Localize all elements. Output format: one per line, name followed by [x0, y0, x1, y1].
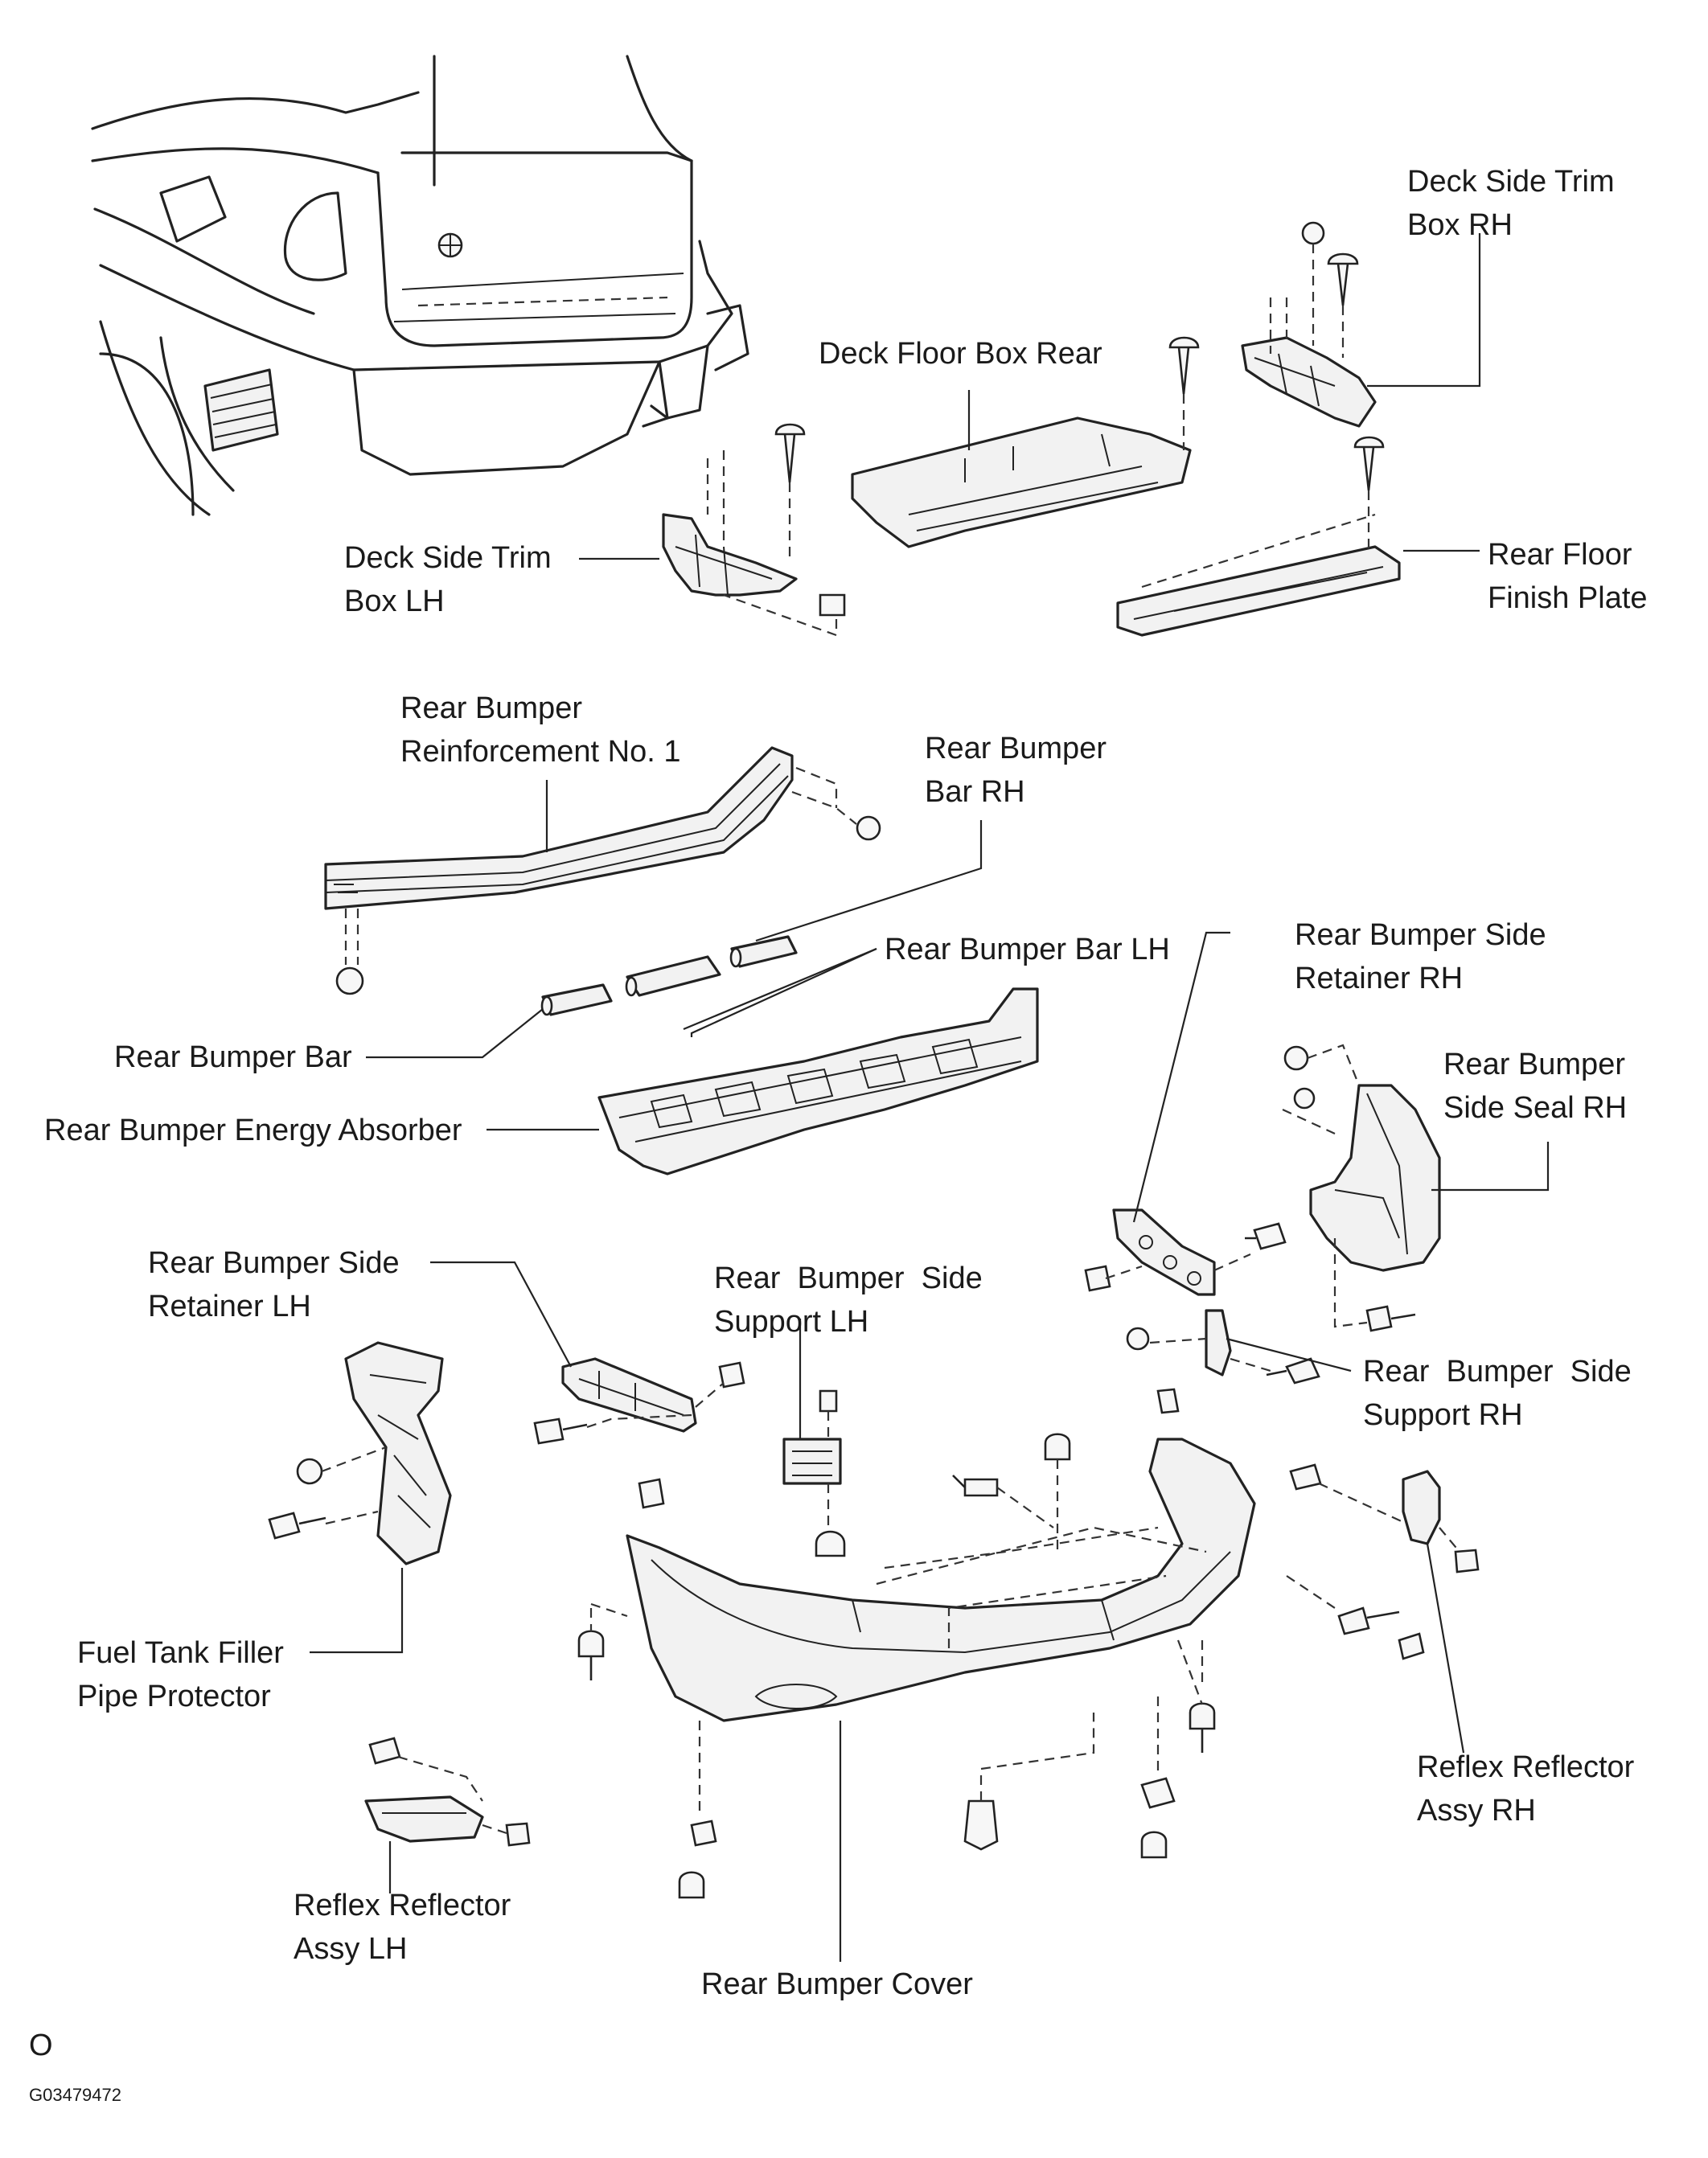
footer-mark: O: [29, 2029, 53, 2062]
label-deck-side-trim-lh: Deck Side Trim Box LH: [344, 541, 560, 618]
deck-side-trim-box-lh-part: [662, 423, 846, 637]
label-rear-bumper-side-retainer-rh: Rear Bumper Side Retainer RH: [1295, 918, 1554, 995]
label-rear-bumper-energy-absorber: Rear Bumper Energy Absorber: [44, 1114, 462, 1147]
label-rear-bumper-side-retainer-lh: Rear Bumper Side Retainer LH: [148, 1246, 408, 1323]
label-rear-bumper-side-seal-rh: Rear Bumper Side Seal RH: [1443, 1048, 1634, 1125]
label-reflex-reflector-assy-rh: Reflex Reflector Assy RH: [1417, 1750, 1643, 1828]
label-rear-bumper-bar: Rear Bumper Bar: [114, 1040, 352, 1074]
bumper-cover-fasteners: [577, 1388, 1425, 1899]
label-rear-bumper-reinforcement: Rear Bumper Reinforcement No. 1: [400, 691, 681, 769]
label-deck-side-trim-rh: Deck Side Trim Box RH: [1407, 165, 1623, 242]
label-rear-bumper-cover: Rear Bumper Cover: [701, 1967, 973, 2001]
label-reflex-reflector-assy-lh: Reflex Reflector Assy LH: [294, 1889, 519, 1966]
rear-floor-finish-plate-part: [1116, 436, 1401, 637]
label-rear-bumper-side-support-lh: Rear Bumper Side Support LH: [0, 0, 1042, 1339]
label-rear-bumper-side-support-rh: Rear Bumper Side Support RH: [1363, 1355, 1632, 1432]
rear-bumper-side-retainer-rh-part: [1084, 1208, 1287, 1296]
rear-bumper-side-seal-rh-part: [1282, 1044, 1441, 1332]
part-labels: Deck Side Trim Box RH Deck Floor Box Rea…: [0, 0, 1648, 2001]
reflex-reflector-assy-rh-part: [1402, 1470, 1480, 1573]
rear-bumper-side-support-rh-part: [1126, 1309, 1320, 1385]
rear-bumper-side-retainer-lh-part: [533, 1357, 745, 1445]
rear-bumper-reinforcement-part: [324, 746, 881, 995]
deck-floor-box-rear-part: [851, 336, 1200, 548]
figure-code: G03479472: [29, 2085, 121, 2105]
label-fuel-tank-filler-pipe-protector: Fuel Tank Filler Pipe Protector: [77, 1636, 293, 1713]
rear-bumper-energy-absorber-part: [597, 987, 1039, 1175]
vehicle-rear-body: [91, 55, 749, 516]
label-rear-floor-finish-plate: Rear Floor Finish Plate: [1488, 538, 1648, 615]
reflex-reflector-assy-lh-part: [364, 1737, 531, 1847]
label-rear-bumper-bar-lh: Rear Bumper Bar LH: [885, 933, 1170, 966]
deck-side-trim-box-rh-part: [1241, 221, 1377, 428]
fuel-tank-filler-pipe-protector-part: [268, 1341, 452, 1565]
label-deck-floor-box-rear: Deck Floor Box Rear: [819, 337, 1102, 371]
label-rear-bumper-bar-rh: Rear Bumper Bar RH: [925, 732, 1115, 809]
leader-lines: [310, 233, 1550, 1962]
rear-bumper-bars-part: [540, 935, 798, 1016]
figure-reference: O G03479472: [29, 2029, 121, 2105]
rear-bumper-side-support-lh-part: [782, 1389, 846, 1557]
rear-bumper-cover-part: [626, 1438, 1256, 1722]
